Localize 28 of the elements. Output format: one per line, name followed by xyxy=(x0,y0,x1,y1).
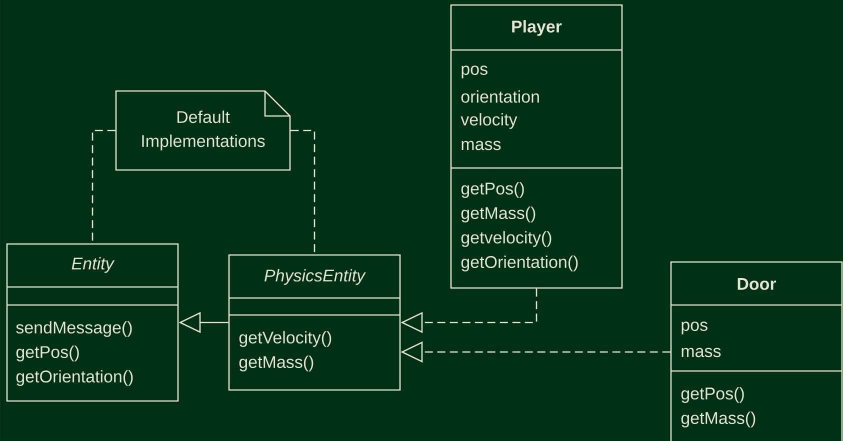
method: getOrientation() xyxy=(461,256,578,272)
attribute: mass xyxy=(462,140,501,150)
class-name: Door xyxy=(738,278,776,290)
method: getvelocity() xyxy=(461,231,552,247)
method: getPos() xyxy=(461,182,524,198)
method: getMass() xyxy=(681,412,756,428)
class-name: Player xyxy=(512,20,562,36)
class-name: PhysicsEntity xyxy=(264,269,366,285)
class-box xyxy=(450,4,623,289)
method: sendMessage() xyxy=(16,321,132,337)
attribute: pos xyxy=(682,322,708,334)
method: getMass() xyxy=(461,206,536,222)
class-name: Entity xyxy=(72,257,115,273)
method: getPos() xyxy=(681,387,744,403)
class-box xyxy=(670,261,843,441)
class-box xyxy=(228,254,401,391)
attribute: pos xyxy=(462,66,488,78)
class-box xyxy=(6,243,179,402)
note-box: Default Implementations xyxy=(115,90,291,171)
method: getMass() xyxy=(239,356,314,372)
attribute: velocity xyxy=(460,113,518,129)
dashed-connector xyxy=(290,130,316,254)
method: getVelocity() xyxy=(239,331,332,347)
method: getOrientation() xyxy=(16,370,133,386)
dashed-connector xyxy=(92,130,116,244)
method: getPos() xyxy=(16,346,79,362)
attribute: mass xyxy=(682,348,721,358)
attribute: orientation xyxy=(461,90,539,103)
